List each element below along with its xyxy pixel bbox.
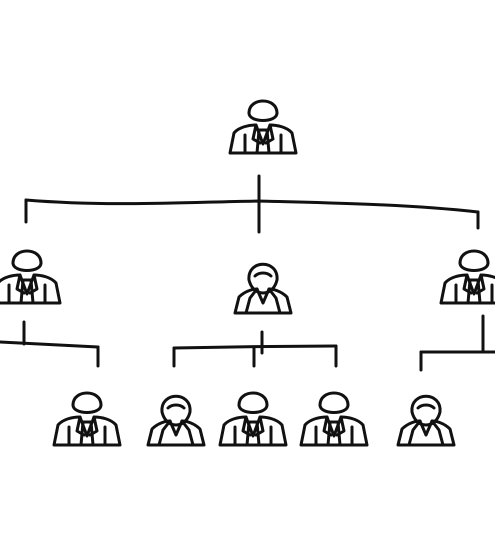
businessman-icon <box>52 391 122 447</box>
businessman-icon <box>0 249 62 305</box>
businesswoman-icon <box>396 394 456 447</box>
connector-left-team-horizontal <box>0 340 100 349</box>
connector-center-team-horizontal <box>172 344 338 350</box>
businessman-icon <box>299 391 369 447</box>
businessman-icon <box>439 249 495 305</box>
businessman-icon <box>218 391 288 447</box>
businessman-icon <box>228 99 298 155</box>
connector-level-2-horizontal <box>24 198 480 214</box>
businesswoman-icon <box>233 262 293 315</box>
businesswoman-icon <box>146 394 206 447</box>
